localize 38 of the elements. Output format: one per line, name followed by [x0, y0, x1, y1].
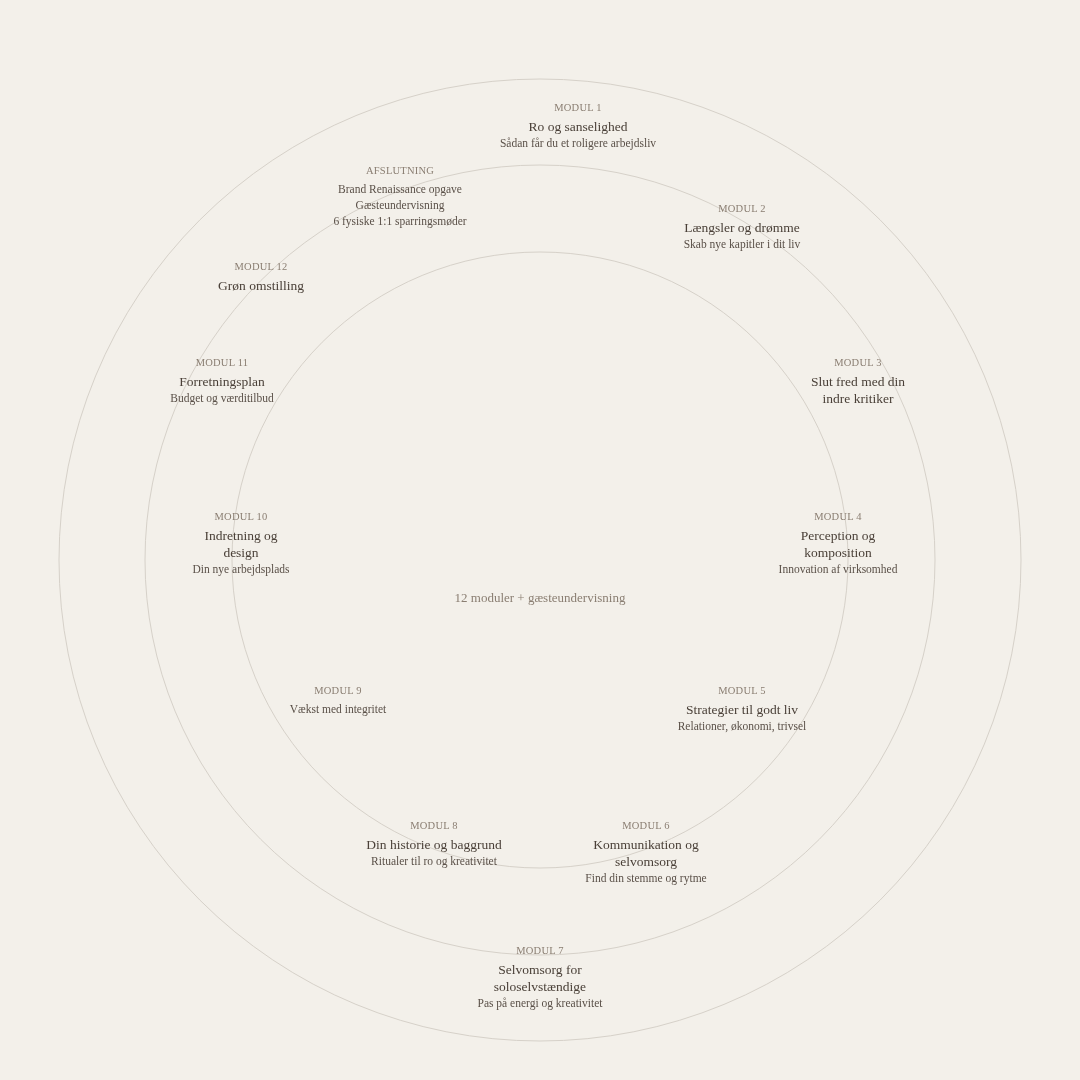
module-subtitle: Pas på energi og kreativitet	[477, 996, 603, 1011]
module-subtitle: Skab nye kapitler i dit liv	[683, 237, 801, 252]
module-label: MODUL 1	[554, 101, 602, 115]
module-title: Kommunikation og selvomsorg	[592, 836, 700, 870]
module-subtitle: Sådan får du et roligere arbejdsliv	[499, 136, 657, 151]
module-label: MODUL 5	[718, 684, 766, 698]
module-label: MODUL 7	[516, 944, 564, 958]
module-label: MODUL 4	[814, 510, 862, 524]
module-title: Strategier til godt liv	[685, 701, 799, 718]
module-subtitle: Budget og værditilbud	[170, 391, 274, 406]
module-subtitle: Innovation af virksomhed	[778, 562, 898, 577]
center-subtitle: 12 moduler + gæsteundervisning	[454, 590, 626, 606]
module-label: MODUL 11	[195, 356, 249, 370]
module-subtitle: Vækst med integritet	[289, 702, 387, 717]
module-title: Selvomsorg for soloselvstændige	[492, 961, 588, 995]
module-title: Indretning og design	[203, 527, 279, 561]
module-label: MODUL 9	[314, 684, 362, 698]
module-title: Ro og sanselighed	[528, 118, 628, 135]
module-subtitle: Relationer, økonomi, trivsel	[677, 719, 807, 734]
module-label: MODUL 12	[234, 260, 288, 274]
module-label: MODUL 2	[718, 202, 766, 216]
module-label: MODUL 10	[214, 510, 268, 524]
module-subtitle: 6 fysiske 1:1 sparringsmøder	[333, 214, 467, 229]
module-subtitle: Find din stemme og rytme	[585, 871, 707, 886]
module-subtitle: Gæsteundervisning	[355, 198, 445, 213]
module-title: Din historie og baggrund	[366, 836, 502, 853]
module-label: AFSLUTNING	[366, 164, 434, 178]
module-subtitle: Brand Renaissance opgave	[338, 182, 462, 197]
module-title: Forretningsplan	[179, 373, 265, 390]
module-label: MODUL 3	[834, 356, 882, 370]
module-title: Længsler og drømme	[684, 219, 800, 236]
module-title: Perception og komposition	[799, 527, 877, 561]
module-title: Slut fred med din indre kritiker	[809, 373, 907, 407]
module-title: Grøn omstilling	[218, 277, 304, 294]
module-subtitle: Ritualer til ro og kreativitet	[371, 854, 497, 869]
module-subtitle: Din nye arbejdsplads	[192, 562, 290, 577]
module-label: MODUL 8	[410, 819, 458, 833]
module-label: MODUL 6	[622, 819, 670, 833]
